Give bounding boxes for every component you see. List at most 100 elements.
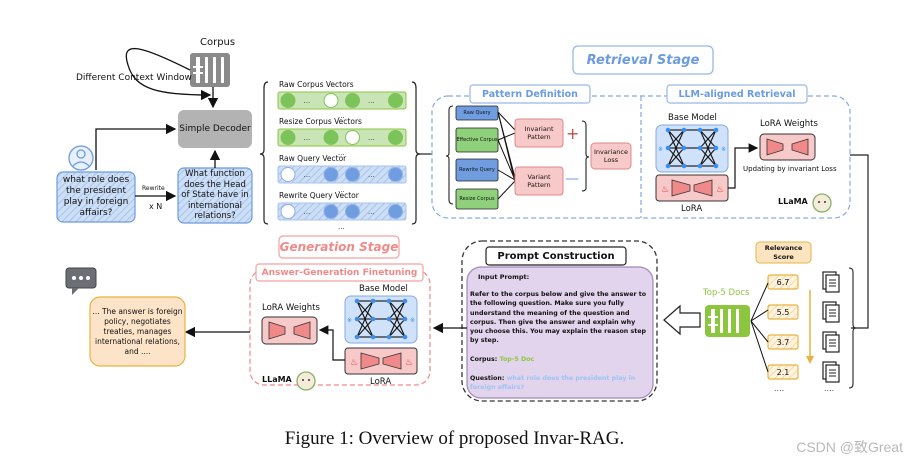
vector-ellipsis: ... [304,134,311,142]
corpus-database-icon [190,53,230,87]
vector-row-label: Rewrite Query Vector [279,191,359,200]
answer-finetuning-tab [255,263,424,282]
vector-cell-filled [388,204,403,219]
lora-to-weights-arrow [728,143,759,189]
vector-cell-empty [280,167,296,182]
vector-ellipsis: ... [368,171,375,179]
vector-row-label: Raw Query Vector [279,154,347,163]
vectors-left-brace [259,81,269,225]
input-prompt-label: Input Prompt: [478,273,530,281]
vector-row: ......... [277,91,407,120]
question-key: Question: [470,375,505,382]
svg-text:※: ※ [410,317,415,324]
score-value: 5.5 [776,307,790,317]
vector-row-ellipsis: ... [338,149,345,157]
vector-cell-filled [388,130,403,145]
retrieval-base-model-label: Base Model [668,113,717,123]
vector-cell-filled [388,167,403,182]
top-docs-label: Top-5 Docs [703,288,750,298]
prompt-title-box [485,246,627,266]
simple-decoder-box [178,110,252,148]
query-to-decoder-arrow [95,123,177,170]
retrieval-lora-weights-label: LoRA Weights [760,119,818,129]
chat-bubble-icon [65,267,97,295]
vector-row-label: Resize Corpus Vectors [279,117,362,126]
generation-base-model-label: Base Model [359,284,408,294]
minus-sign: — [565,171,579,187]
vector-cell-filled [280,130,296,145]
vectors-right-brace [411,81,421,225]
score-value: 3.7 [776,337,790,347]
vector-row: ......... [277,165,407,194]
fire-icon: ♨ [350,358,358,368]
variant-pattern-box [514,166,564,196]
answer-text: ... The answer is foreign policy, negoti… [92,306,183,356]
llm-aligned-title: LLM-aligned Retrieval [678,88,796,100]
prompt-corpus-line: Corpus: Top-5 Doc [470,356,534,363]
retrieval-lora-block: ♨ ♨ [655,174,729,202]
user-icon [68,145,94,171]
answer-box [89,296,186,367]
vector-row-ellipsis: ... [338,223,345,231]
question-value: what role does the president play in for… [470,375,636,391]
rewritten-query-text: What function does the Head of State hav… [181,169,249,222]
document-icon [822,331,840,353]
decoder-label: Simple Decoder [179,124,251,134]
vector-cell-filled [345,93,360,108]
vector-ellipsis: ... [368,134,375,142]
vector-row-ellipsis: ... [338,186,345,194]
pattern-connectors [497,111,516,200]
retrieval-stage-title-box [572,45,714,75]
vector-cell-filled [345,167,360,182]
top-docs-database-icon [705,305,750,337]
docs-to-prompt-hollow-arrow [663,304,701,336]
pattern-definition-title: Pattern Definition [482,88,578,100]
answer-finetuning-title: Answer-Generation Finetuning [261,267,418,278]
vector-cell-empty [323,93,339,108]
vector-cell-filled [323,204,339,219]
vector-cell-filled [280,93,296,108]
original-query-text: what role does the president play in for… [62,175,130,218]
generation-stage-title-box [278,235,400,259]
rewrite-times: x N [149,202,163,211]
invariant-pattern-label: Invariant Pattern [524,125,554,141]
generation-base-model: ※※ [344,295,418,344]
prompt-question-line: Question: what role does the president p… [470,374,648,392]
watermark: CSDN @致Great [796,439,903,455]
vector-cell-empty [345,130,360,145]
score-box [767,304,799,320]
relevance-score-box [755,241,812,264]
variant-pattern-label: Variant Pattern [527,173,551,189]
plus-sign: + [566,124,580,143]
input-effective-corpus-label: Effective Corpus [456,137,498,143]
fire-icon: ♨ [716,185,724,195]
invariant-pattern-box [514,118,564,148]
llm-aligned-tab [666,84,808,104]
prompt-purple-card [466,266,654,399]
vector-ellipsis: ... [304,171,311,179]
fire-icon: ♨ [405,358,413,368]
score-value: 6.7 [776,277,790,287]
vector-ellipsis: ... [304,97,311,105]
input-resize-corpus-label: Resize Corpus [459,196,495,202]
context-window-loop-arrow [125,47,212,101]
neural-network-icon: ※※ [658,127,726,169]
vector-row: ......... [277,202,407,231]
vector-cell-filled [345,204,360,219]
vector-cell-empty [280,204,296,219]
scores-ellipsis: .... [774,384,785,393]
retrieval-lora-weights [759,133,816,161]
llama-avatar-icon [296,371,316,391]
generation-llama-label: LLaMA [262,375,292,384]
corpus-value: Top-5 Doc [499,356,535,363]
neural-network-icon: ※※ [347,298,415,340]
retrieval-lora-label: LoRA [681,204,703,214]
original-query-box [56,171,136,223]
retrieval-to-docs-connector [850,154,869,329]
vector-row: ......... [277,128,407,157]
rewrite-label: Rewrite [142,185,165,192]
document-icon [822,361,840,383]
vector-row-label: Raw Corpus Vectors [279,80,354,89]
invariance-loss-label: Invariance Loss [593,148,629,164]
retrieval-llama-label: LLaMA [778,197,808,206]
